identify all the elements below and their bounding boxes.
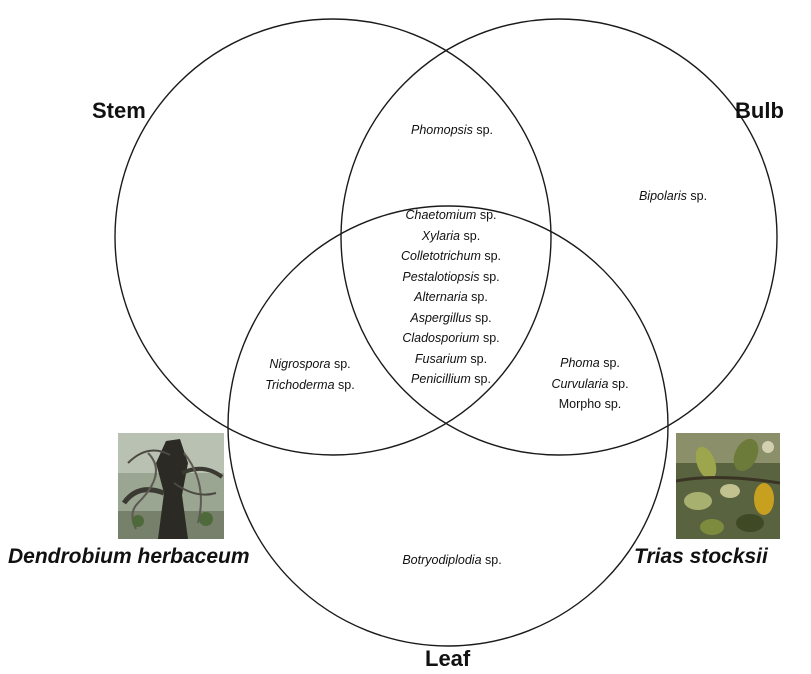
taxon-suffix: sp. — [334, 377, 355, 392]
region-bulb-leaf: Phoma sp.Curvularia sp.Morpho sp. — [551, 353, 628, 415]
taxon-item: Phoma sp. — [551, 353, 628, 374]
taxon-item: Colletotrichum sp. — [401, 246, 501, 267]
taxon-genus: Chaetomium — [405, 208, 477, 222]
taxon-suffix: sp. — [479, 269, 500, 284]
region-bulb-only: Bipolaris sp. — [639, 186, 707, 207]
taxon-item: Alternaria sp. — [401, 287, 501, 308]
taxon-suffix: sp. — [476, 208, 497, 222]
taxon-genus: Phoma — [560, 356, 600, 370]
taxon-item: Xylaria sp. — [401, 226, 501, 247]
bulb-circle — [340, 18, 778, 456]
bulb-label: Bulb — [735, 98, 784, 123]
stem-circle — [114, 18, 552, 456]
taxon-item: Cladosporium sp. — [401, 328, 501, 349]
taxon-suffix: sp. — [599, 356, 620, 370]
taxon-item: Chaetomium sp. — [401, 205, 501, 226]
taxon-item: Trichoderma sp. — [265, 375, 354, 396]
taxon-suffix: sp. — [466, 351, 488, 366]
tree-trunk-with-orchid-photo — [118, 433, 224, 539]
taxon-genus: Bipolaris — [638, 189, 687, 203]
taxon-genus: Fusarium — [414, 351, 467, 366]
taxon-genus: Colletotrichum — [400, 249, 481, 263]
taxon-genus: Trichoderma — [265, 377, 335, 392]
region-stem-leaf: Nigrospora sp.Trichoderma sp. — [265, 354, 354, 395]
dendrobium-herbaceum-name: Dendrobium herbaceum — [8, 545, 250, 568]
taxon-suffix: sp. — [467, 290, 488, 304]
taxon-suffix: Morpho sp. — [558, 397, 622, 411]
taxon-suffix: sp. — [472, 123, 493, 137]
taxon-suffix: sp. — [471, 310, 492, 325]
taxon-item: Pestalotiopsis sp. — [401, 267, 501, 288]
trias-photo — [676, 433, 780, 539]
taxon-item: Botryodiplodia sp. — [402, 550, 501, 571]
region-all-three: Chaetomium sp.Xylaria sp.Colletotrichum … — [401, 205, 501, 390]
leaf-circle — [227, 205, 669, 647]
taxon-suffix: sp. — [479, 331, 500, 345]
taxon-suffix: sp. — [608, 376, 629, 391]
taxon-suffix: sp. — [686, 189, 708, 203]
taxon-item: Morpho sp. — [551, 394, 628, 415]
region-leaf-only: Botryodiplodia sp. — [402, 550, 501, 571]
taxon-suffix: sp. — [470, 372, 491, 386]
taxon-genus: Phomopsis — [411, 123, 473, 137]
stem-label: Stem — [92, 98, 146, 123]
taxon-item: Bipolaris sp. — [639, 186, 707, 207]
taxon-genus: Penicillium — [411, 372, 471, 386]
leaf-label: Leaf — [425, 646, 471, 671]
taxon-genus: Curvularia — [551, 376, 609, 391]
taxon-suffix: sp. — [480, 249, 502, 263]
taxon-genus: Pestalotiopsis — [402, 269, 480, 284]
taxon-suffix: sp. — [330, 357, 351, 371]
taxon-genus: Aspergillus — [410, 310, 472, 325]
taxon-item: Phomopsis sp. — [411, 120, 493, 141]
taxon-suffix: sp. — [460, 228, 481, 243]
region-stem-bulb: Phomopsis sp. — [411, 120, 493, 141]
trias-stocksii-name: Trias stocksii — [634, 545, 768, 568]
taxon-item: Aspergillus sp. — [401, 308, 501, 329]
dendrobium-photo — [118, 433, 224, 539]
taxon-item: Fusarium sp. — [401, 349, 501, 370]
taxon-item: Nigrospora sp. — [265, 354, 354, 375]
taxon-genus: Alternaria — [414, 290, 468, 304]
taxon-genus: Xylaria — [421, 228, 461, 243]
taxon-genus: Botryodiplodia — [402, 553, 482, 567]
taxon-genus: Cladosporium — [402, 331, 480, 345]
taxon-item: Curvularia sp. — [551, 374, 628, 395]
orchid-bulbs-leaves-photo — [676, 433, 780, 539]
taxon-item: Penicillium sp. — [401, 369, 501, 390]
taxon-suffix: sp. — [481, 553, 502, 567]
taxon-genus: Nigrospora — [269, 357, 331, 371]
